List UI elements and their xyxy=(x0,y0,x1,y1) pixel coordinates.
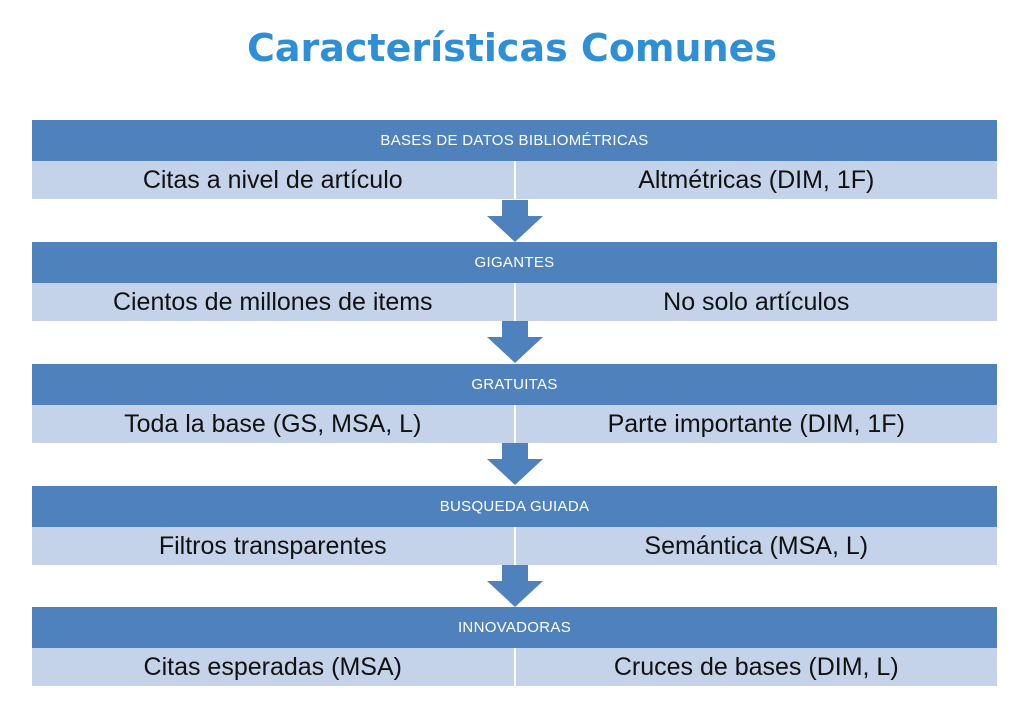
stage-block-bases-de-datos: BASES DE DATOS BIBLIOMÉTRICAS Citas a ni… xyxy=(32,120,997,200)
stage-cell-left: Citas esperadas (MSA) xyxy=(32,648,514,686)
stage-cell-right: Semántica (MSA, L) xyxy=(513,527,997,565)
stage-block-innovadoras: INNOVADORAS Citas esperadas (MSA) Cruces… xyxy=(32,607,997,687)
down-arrow-icon xyxy=(487,321,543,363)
stage-cell-right: Cruces de bases (DIM, L) xyxy=(513,648,997,686)
stage-header: BASES DE DATOS BIBLIOMÉTRICAS xyxy=(32,120,997,161)
stage-block-busqueda-guiada: BUSQUEDA GUIADA Filtros transparentes Se… xyxy=(32,486,997,566)
stage-cell-right: Parte importante (DIM, 1F) xyxy=(513,405,997,443)
down-arrow-icon xyxy=(487,200,543,242)
stage-header: GRATUITAS xyxy=(32,364,997,405)
stage-cell-left: Cientos de millones de items xyxy=(32,283,514,321)
stage-cells: Citas a nivel de artículo Altmétricas (D… xyxy=(32,161,997,199)
stage-header: GIGANTES xyxy=(32,242,997,283)
stage-cells: Toda la base (GS, MSA, L) Parte importan… xyxy=(32,405,997,443)
stage-header: INNOVADORAS xyxy=(32,607,997,648)
stage-cell-right: Altmétricas (DIM, 1F) xyxy=(513,161,997,199)
stage-cell-left: Citas a nivel de artículo xyxy=(32,161,514,199)
stage-cells: Citas esperadas (MSA) Cruces de bases (D… xyxy=(32,648,997,686)
down-arrow-icon xyxy=(487,443,543,485)
stage-cells: Filtros transparentes Semántica (MSA, L) xyxy=(32,527,997,565)
stage-block-gratuitas: GRATUITAS Toda la base (GS, MSA, L) Part… xyxy=(32,364,997,444)
stage-cell-left: Toda la base (GS, MSA, L) xyxy=(32,405,514,443)
stage-cell-right: No solo artículos xyxy=(513,283,997,321)
page-title: Características Comunes xyxy=(246,26,778,70)
stage-cells: Cientos de millones de items No solo art… xyxy=(32,283,997,321)
down-arrow-icon xyxy=(487,565,543,607)
stage-block-gigantes: GIGANTES Cientos de millones de items No… xyxy=(32,242,997,322)
stage-header: BUSQUEDA GUIADA xyxy=(32,486,997,527)
stage-cell-left: Filtros transparentes xyxy=(32,527,514,565)
